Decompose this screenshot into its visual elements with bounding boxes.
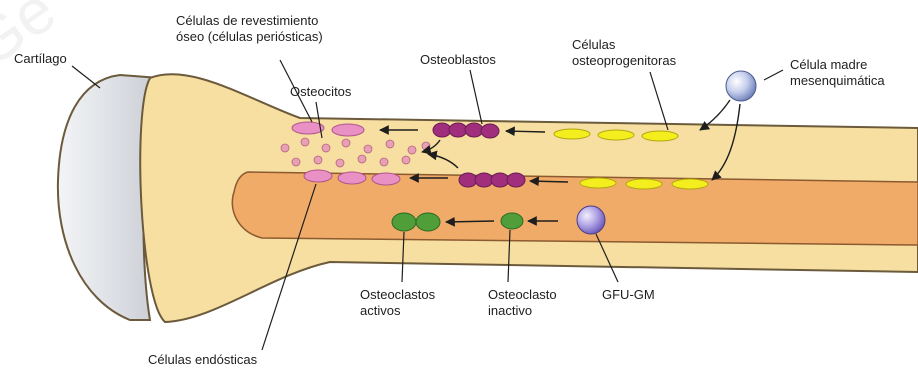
cartilage-label: Cartílago [14,51,67,67]
mesenchymal-stem-cell [726,71,756,101]
gfu-gm-cell [577,206,605,234]
endosteal-cells-label: Células endósticas [148,352,257,368]
active-osteoclasts-label: Osteoclastos activos [360,287,435,319]
progenitor-cells-label: Células osteoprogenitoras [572,37,676,69]
marrow-cavity [232,172,918,245]
mesenchymal-stem-cell-label: Célula madre mesenquimática [790,57,885,89]
osteoblasts-label: Osteoblastos [420,52,496,68]
inactive-osteoclast-label: Osteoclasto inactivo [488,287,557,319]
lining-cells-label: Células de revestimiento óseo (células p… [176,13,323,45]
progenitor-cells-top [554,129,678,141]
progenitor-cells-bottom [580,178,708,189]
gfu-gm-label: GFU-GM [602,287,655,303]
osteocytes-label: Osteocitos [290,84,351,100]
inactive-osteoclast [501,213,523,229]
